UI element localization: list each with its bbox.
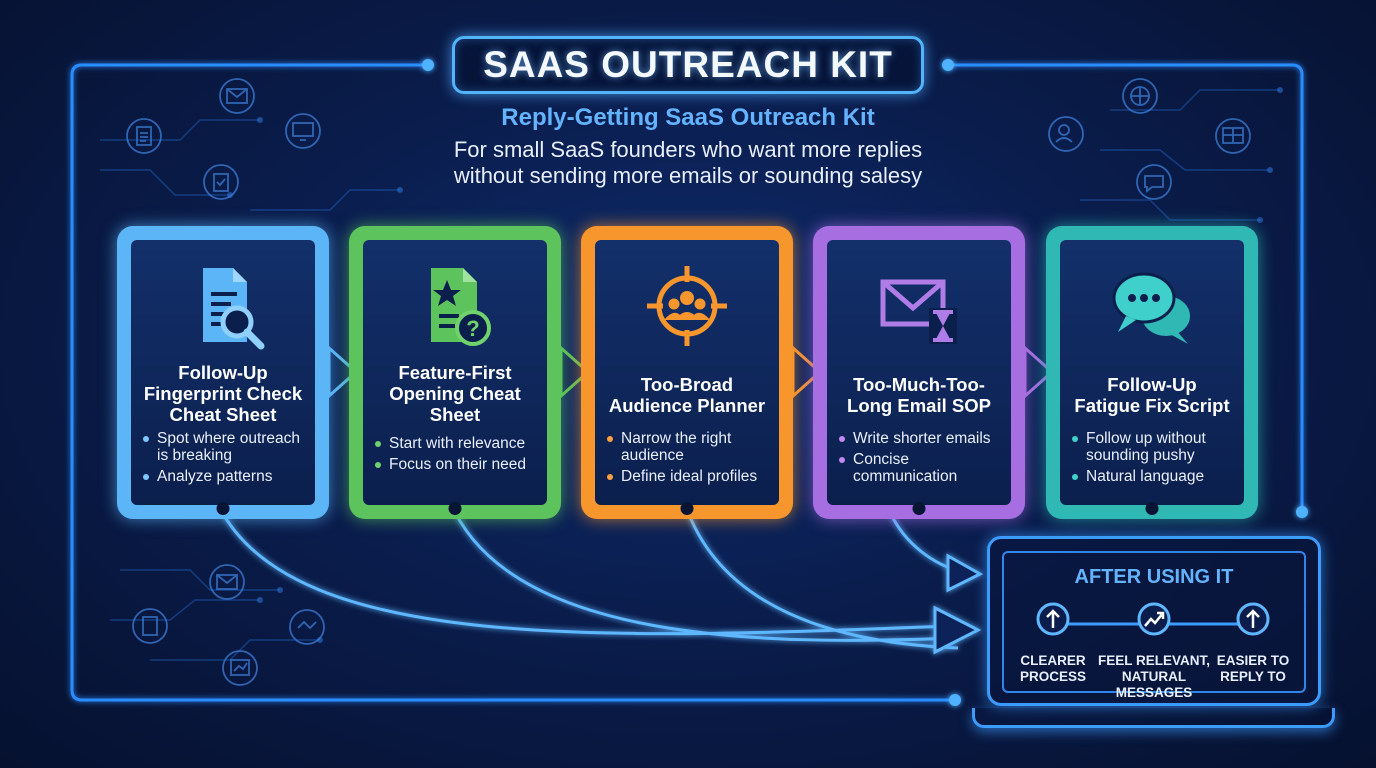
frame-line-left [70, 63, 955, 702]
tool-card-follow-up-fingerprint: Follow-Up Fingerprint Check Cheat Sheet … [117, 226, 329, 519]
arrow-up-circle-icon [1236, 602, 1270, 636]
tool-card-feature-first-opening: ? Feature-First Opening Cheat Sheet Star… [349, 226, 561, 519]
tool-card-follow-up-fatigue: Follow-Up Fatigue Fix Script Follow up w… [1046, 226, 1258, 519]
target-audience-icon [647, 266, 727, 346]
tool-card-too-broad-audience: Too-Broad Audience Planner Narrow the ri… [581, 226, 793, 519]
document-star-question-icon: ? [431, 268, 491, 346]
title-banner: SAAS OUTREACH KIT [452, 36, 924, 94]
chart-icon [222, 650, 258, 686]
card-connector-dot [216, 502, 230, 515]
document-icon [132, 608, 168, 644]
after-using-title: AFTER USING IT [1074, 566, 1234, 588]
bullet-item: Focus on their need [373, 456, 543, 473]
arrow-up-circle-icon [1036, 602, 1070, 636]
flow-arrow [686, 511, 959, 650]
card-title: Follow-Up Fatigue Fix Script [1074, 374, 1230, 416]
card-connector-dot [680, 502, 694, 515]
chevron-right-icon [327, 344, 359, 400]
chat-icon [1136, 164, 1172, 200]
chevron-right-icon [791, 344, 823, 400]
card-connector-dot [448, 502, 462, 515]
mail-icon [209, 564, 245, 600]
chevron-right-icon [559, 344, 591, 400]
chevron-right-icon [1023, 344, 1055, 400]
frame-node [942, 59, 954, 71]
bullet-item: Start with relevance [373, 435, 543, 452]
checklist-icon [203, 164, 239, 200]
bullet-item: Natural language [1070, 468, 1240, 485]
document-icon [126, 118, 162, 154]
bullet-item: Analyze patterns [141, 468, 311, 485]
svg-text:?: ? [466, 316, 479, 341]
document-magnifier-icon [203, 268, 265, 350]
trend-up-circle-icon [1137, 602, 1171, 636]
page-title: SAAS OUTREACH KIT [483, 44, 893, 85]
frame-node [949, 694, 961, 706]
flow-arrow [453, 511, 956, 642]
tool-card-too-much-too-long: Too-Much-Too- Long Email SOP Write short… [813, 226, 1025, 519]
card-bullets: Start with relevance Focus on their need [373, 435, 543, 477]
frame-node [422, 59, 434, 71]
card-connector-dot [912, 502, 926, 515]
arrowhead-icon [933, 605, 982, 655]
page-subtitle: Reply-Getting SaaS Outreach Kit [501, 104, 875, 131]
bullet-item: Write shorter emails [837, 430, 1007, 447]
bullet-item: Define ideal profiles [605, 468, 775, 485]
grid-icon [1215, 118, 1251, 154]
card-title: Follow-Up Fingerprint Check Cheat Sheet [143, 362, 303, 425]
flow-arrow [220, 511, 951, 636]
description-line-2: without sending more emails or sounding … [453, 163, 923, 188]
envelope-hourglass-icon [880, 279, 957, 344]
globe-icon [1122, 78, 1158, 114]
laptop-base [972, 708, 1335, 728]
chat-bubbles-icon [1112, 272, 1190, 344]
card-title: Too-Much-Too- Long Email SOP [847, 374, 991, 416]
mail-icon [219, 78, 255, 114]
arrowhead-icon [946, 553, 984, 593]
monitor-icon [285, 113, 321, 149]
card-title: Too-Broad Audience Planner [608, 374, 766, 416]
handshake-icon [289, 609, 325, 645]
card-title: Feature-First Opening Cheat Sheet [389, 362, 521, 425]
frame-line-right [948, 63, 1304, 512]
frame-node [1296, 506, 1308, 518]
card-connector-dot [1145, 502, 1159, 515]
benefit-feel-relevant: FEEL RELEVANT,NATURAL MESSAGES [1084, 602, 1224, 701]
user-settings-icon [1048, 116, 1084, 152]
benefit-label: FEEL RELEVANT,NATURAL MESSAGES [1097, 653, 1210, 700]
description-line-1: For small SaaS founders who want more re… [453, 137, 923, 162]
